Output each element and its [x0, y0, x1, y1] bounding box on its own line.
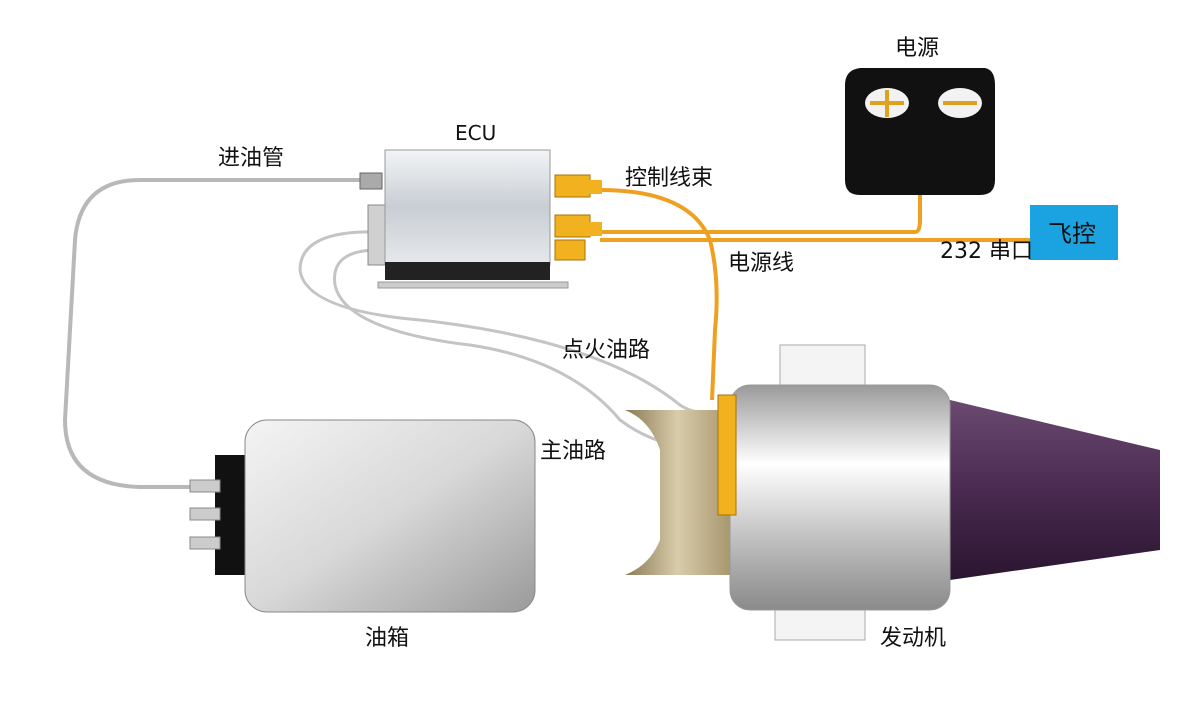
- label-ecu: ECU: [455, 121, 496, 145]
- engine: [625, 344, 1160, 641]
- flight-controller-box: [1030, 205, 1118, 260]
- power-supply-box: [845, 68, 995, 195]
- fuel-tank: [189, 419, 536, 613]
- label-flight-controller: 飞控: [1048, 220, 1096, 248]
- label-control-harness: 控制线束: [625, 166, 713, 191]
- fuel-inlet-pipe: [62, 178, 370, 489]
- label-fuel-inlet-pipe: 进油管: [218, 146, 284, 171]
- label-power-supply: 电源: [895, 36, 939, 61]
- ecu-unit: [359, 149, 602, 289]
- label-main-fuel-line: 主油路: [540, 439, 606, 464]
- label-serial-port: 232 串口: [940, 239, 1033, 264]
- ignition-fuel-line: [298, 230, 716, 415]
- main-fuel-line: [333, 248, 711, 450]
- label-fuel-tank: 油箱: [365, 626, 409, 651]
- power-cable: [600, 180, 1035, 242]
- label-engine: 发动机: [880, 626, 946, 651]
- label-ignition-fuel-line: 点火油路: [562, 338, 650, 363]
- label-power-cable: 电源线: [728, 251, 794, 276]
